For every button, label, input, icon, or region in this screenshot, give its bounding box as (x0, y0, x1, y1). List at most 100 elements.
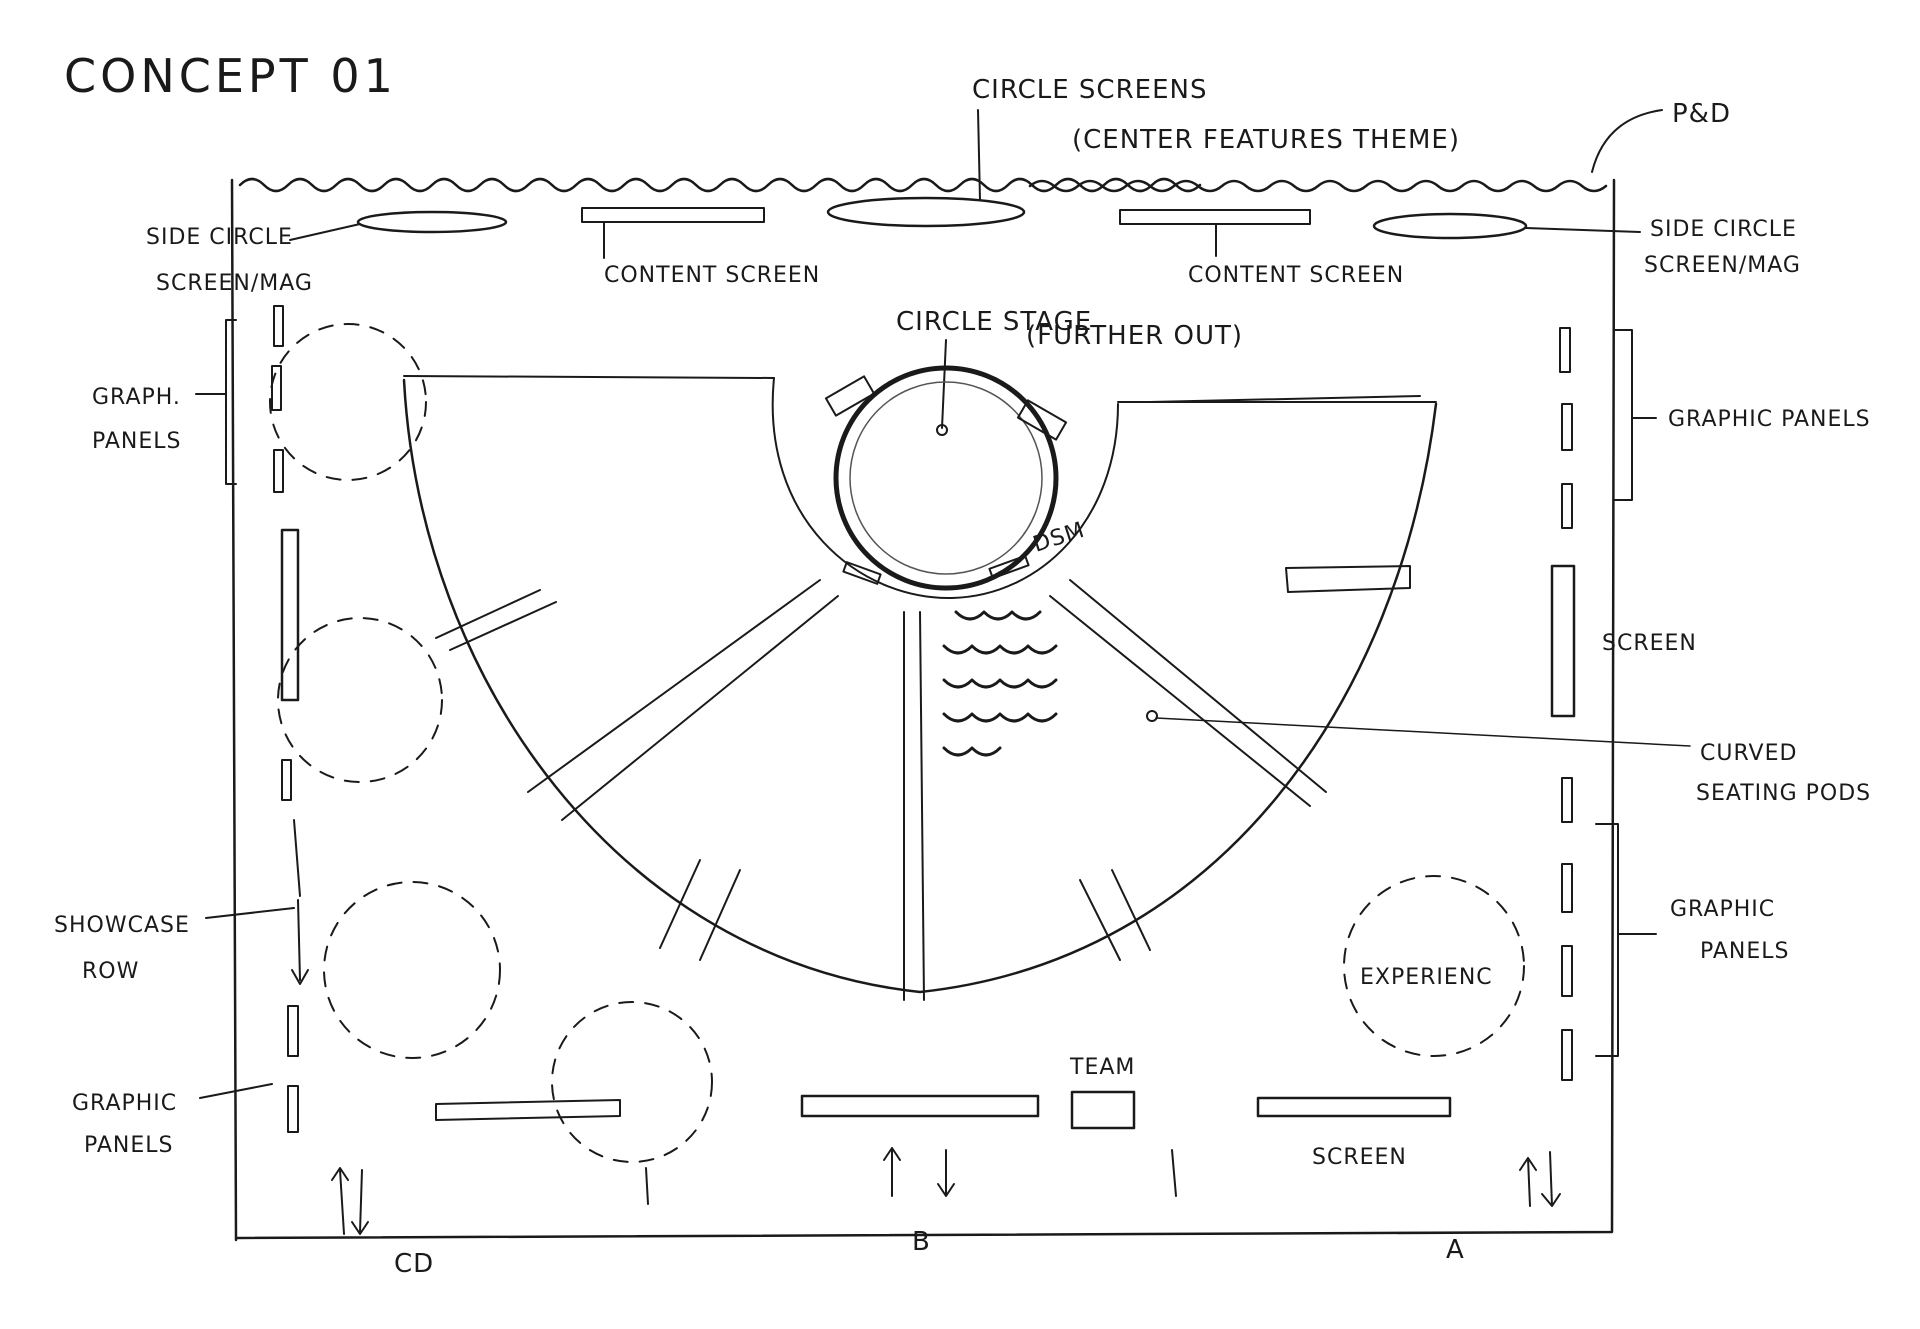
seating-fan (402, 375, 1438, 1001)
center-circle-screen (826, 196, 1026, 228)
stage-monitor-right (988, 554, 1030, 580)
seat-row (942, 712, 1058, 723)
right-panel (1561, 945, 1573, 997)
showcase-row-line (291, 819, 309, 985)
label-content-screen-left: CONTENT SCREEN (604, 263, 820, 288)
label-showcase-row-1: SHOWCASE (54, 913, 190, 938)
aisle-center-left (903, 611, 925, 1001)
right-graph-panels-top-bracket (1613, 329, 1657, 501)
top-wall-right (1028, 179, 1608, 193)
top-right-edge-mark (1149, 395, 1421, 403)
left-panel (273, 305, 284, 347)
entrance-arrow-up (883, 1147, 901, 1197)
fan-inner-arc (771, 377, 1119, 600)
entrance-divider (645, 1167, 649, 1205)
bottom-screen-center (800, 1094, 1040, 1118)
entrance-a: A (1446, 1151, 1561, 1265)
circle-stage-marker (936, 424, 948, 436)
circle-screens-leader (977, 109, 981, 201)
experience-circle (1343, 875, 1525, 1057)
label-graphic-panels-right-bottom-1: GRAPHIC (1670, 897, 1775, 922)
circle-stage-leader (941, 339, 947, 429)
side-circle-right-leader (1525, 227, 1641, 233)
seat-row (942, 644, 1058, 655)
right-panel (1561, 777, 1573, 823)
left-panel (287, 1085, 299, 1133)
entrance-divider (1171, 1149, 1177, 1197)
label-side-circle-left-1: SIDE CIRCLE (146, 225, 293, 250)
bottom-screen-left (435, 1099, 621, 1121)
right-wall-screen (1550, 564, 1576, 718)
label-circle-stage-1: CIRCLE STAGE (896, 307, 1092, 337)
entrance-arrow-down (351, 1169, 369, 1235)
aisle-left (527, 579, 839, 821)
entrance-b: B (883, 1147, 955, 1257)
entrance-arrow-down (937, 1149, 955, 1197)
left-wall-panels (271, 305, 300, 1133)
curved-seating-leader (1155, 717, 1691, 747)
label-side-circle-right-1: SIDE CIRCLE (1650, 217, 1797, 242)
label-entrance-b: B (912, 1227, 931, 1257)
aisle-mark (1285, 565, 1411, 593)
aisle-mark (1079, 869, 1151, 961)
right-wall-panels (1550, 327, 1576, 1081)
fan-top-left-edge (403, 375, 775, 379)
top-wall-left (238, 177, 1202, 193)
side-circle-screen-left (356, 210, 508, 234)
label-entrance-a: A (1446, 1235, 1465, 1265)
seat-row (954, 610, 1042, 621)
curved-seating-pods (942, 610, 1058, 757)
label-curved-seating-1: CURVED (1700, 741, 1797, 766)
left-panel (271, 365, 282, 411)
label-psd: P&D (1672, 99, 1731, 129)
showcase-row-leader (205, 907, 295, 919)
label-side-circle-right-2: SCREEN/MAG (1644, 253, 1801, 278)
label-graphic-panels-right-bottom-2: PANELS (1700, 939, 1790, 964)
bottom-screen-right (1256, 1096, 1452, 1118)
content-screen-left (581, 207, 765, 223)
showcase-circle (551, 1001, 713, 1163)
label-experience: EXPERIENC (1360, 965, 1493, 990)
label-screen-bottom: SCREEN (1312, 1145, 1407, 1170)
right-panel (1561, 863, 1573, 913)
side-circle-left-leader (289, 223, 361, 241)
label-graph-panels-2: PANELS (92, 429, 182, 454)
graphic-panels-left-bottom-leader (199, 1083, 273, 1099)
label-graphic-panels-right-top: GRAPHIC PANELS (1668, 407, 1871, 432)
left-panel (287, 1005, 299, 1057)
entrance-arrow-up (1519, 1157, 1537, 1207)
team-box (1070, 1090, 1136, 1130)
label-side-circle-left-2: SCREEN/MAG (156, 271, 313, 296)
right-panel (1561, 403, 1573, 451)
entrance-arrow-up (331, 1167, 349, 1235)
concept-title: CONCEPT 01 (64, 49, 397, 103)
stage-speaker-right (1016, 399, 1068, 441)
left-graph-panels-bracket (195, 319, 237, 485)
label-center-features-theme: (CENTER FEATURES THEME) (1072, 125, 1460, 155)
label-circle-screens: CIRCLE SCREENS (972, 75, 1207, 105)
psd-arrow (1591, 109, 1663, 173)
showcase-circle (277, 617, 443, 783)
circle-stage-inner (849, 381, 1043, 575)
stage-speaker-left (824, 375, 876, 417)
label-circle-stage-2: (FURTHER OUT) (1026, 321, 1243, 351)
stage-monitor-left (842, 561, 882, 585)
label-team: TEAM (1069, 1055, 1135, 1080)
label-screen-right: SCREEN (1602, 631, 1697, 656)
seat-row (942, 678, 1058, 689)
showcase-circle (269, 323, 427, 481)
content-screen-right (1119, 209, 1311, 225)
left-panel (281, 759, 292, 801)
seat-row (942, 746, 1002, 757)
right-panel (1561, 1029, 1573, 1081)
right-panel (1559, 327, 1571, 373)
aisle-center-right (1049, 579, 1327, 807)
entrance-arrow-down (1541, 1151, 1561, 1207)
label-entrance-cd: CD (394, 1249, 434, 1279)
room-boundary (230, 178, 1616, 1242)
entrance-cd: CD (331, 1167, 434, 1279)
label-content-screen-right: CONTENT SCREEN (1188, 263, 1404, 288)
right-graph-panels-bottom-bracket (1595, 823, 1657, 1057)
right-panel (1561, 483, 1573, 529)
